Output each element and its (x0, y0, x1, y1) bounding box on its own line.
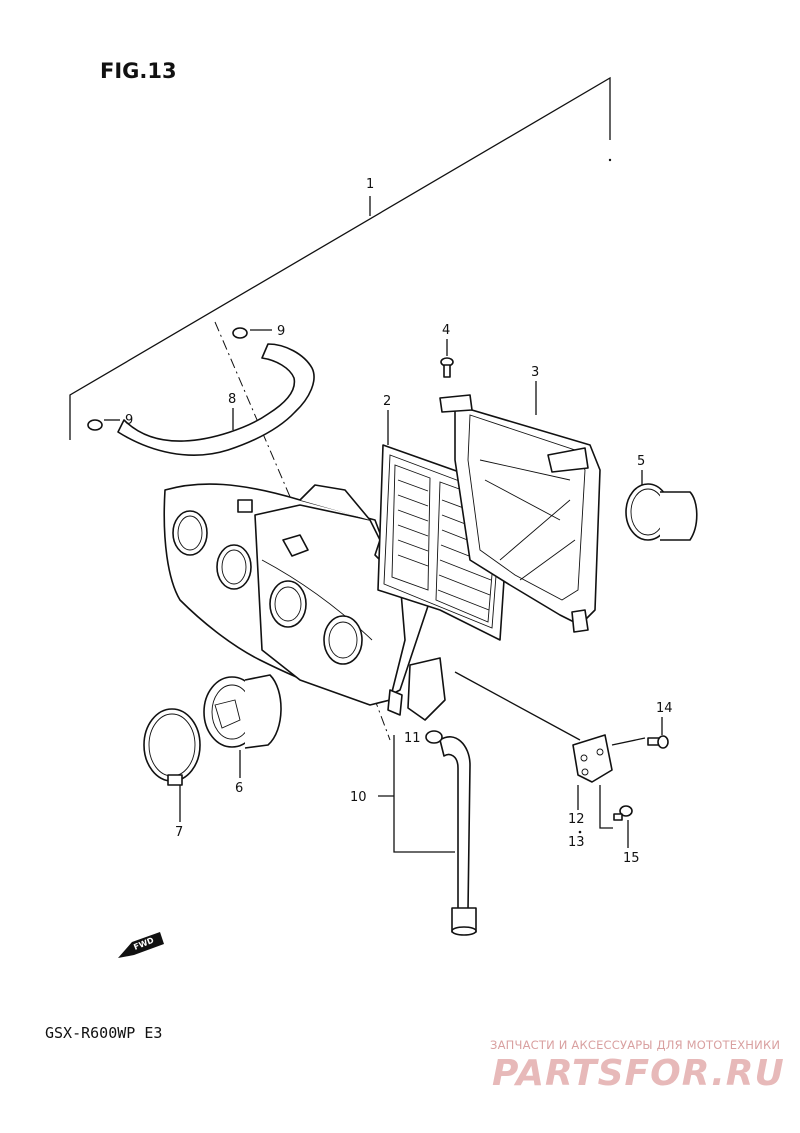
watermark-logo: PARTSFOR.RU (492, 1053, 785, 1094)
callout-9-lower: 9 (125, 413, 133, 428)
callout-5: 5 (637, 454, 645, 469)
callout-15: 15 (623, 851, 640, 866)
bolt-14 (647, 735, 669, 749)
svg-text:PARTSFOR.RU: PARTSFOR.RU (492, 1053, 785, 1094)
air-cleaner-cap (439, 394, 601, 633)
seal-ring (625, 483, 698, 541)
callout-1: 1 (366, 177, 374, 192)
callout-9-upper: 9 (277, 324, 285, 339)
breather-hose (117, 343, 315, 456)
callout-2: 2 (383, 394, 391, 409)
callout-7: 7 (175, 825, 183, 840)
guide-line (214, 321, 319, 563)
callout-10: 10 (350, 790, 367, 805)
hose-clip (87, 327, 248, 431)
screw-4 (440, 357, 454, 378)
callout-11: 11 (404, 731, 421, 746)
callout-13: 13 (568, 835, 585, 850)
model-label: GSX-R600WP E3 (45, 1024, 162, 1042)
drain-hose (439, 736, 477, 936)
air-cleaner-case (163, 483, 446, 721)
forward-arrow-icon: FWD (118, 932, 164, 958)
assembly-bracket (69, 76, 612, 440)
mount-bracket (572, 734, 613, 783)
intake-funnel (203, 674, 282, 749)
hose-clip-11 (425, 730, 443, 744)
callout-3: 3 (531, 365, 539, 380)
callout-14: 14 (656, 701, 673, 716)
watermark-tagline: ЗАПЧАСТИ И АКСЕССУАРЫ ДЛЯ МОТОТЕХНИКИ (490, 1038, 780, 1052)
callout-4: 4 (442, 323, 450, 338)
callout-8: 8 (228, 392, 236, 407)
figure-title: FIG.13 (100, 59, 177, 83)
callout-6: 6 (235, 781, 243, 796)
callout-12: 12 (568, 812, 585, 827)
screw-15 (613, 805, 633, 821)
funnel-clamp (143, 708, 201, 786)
